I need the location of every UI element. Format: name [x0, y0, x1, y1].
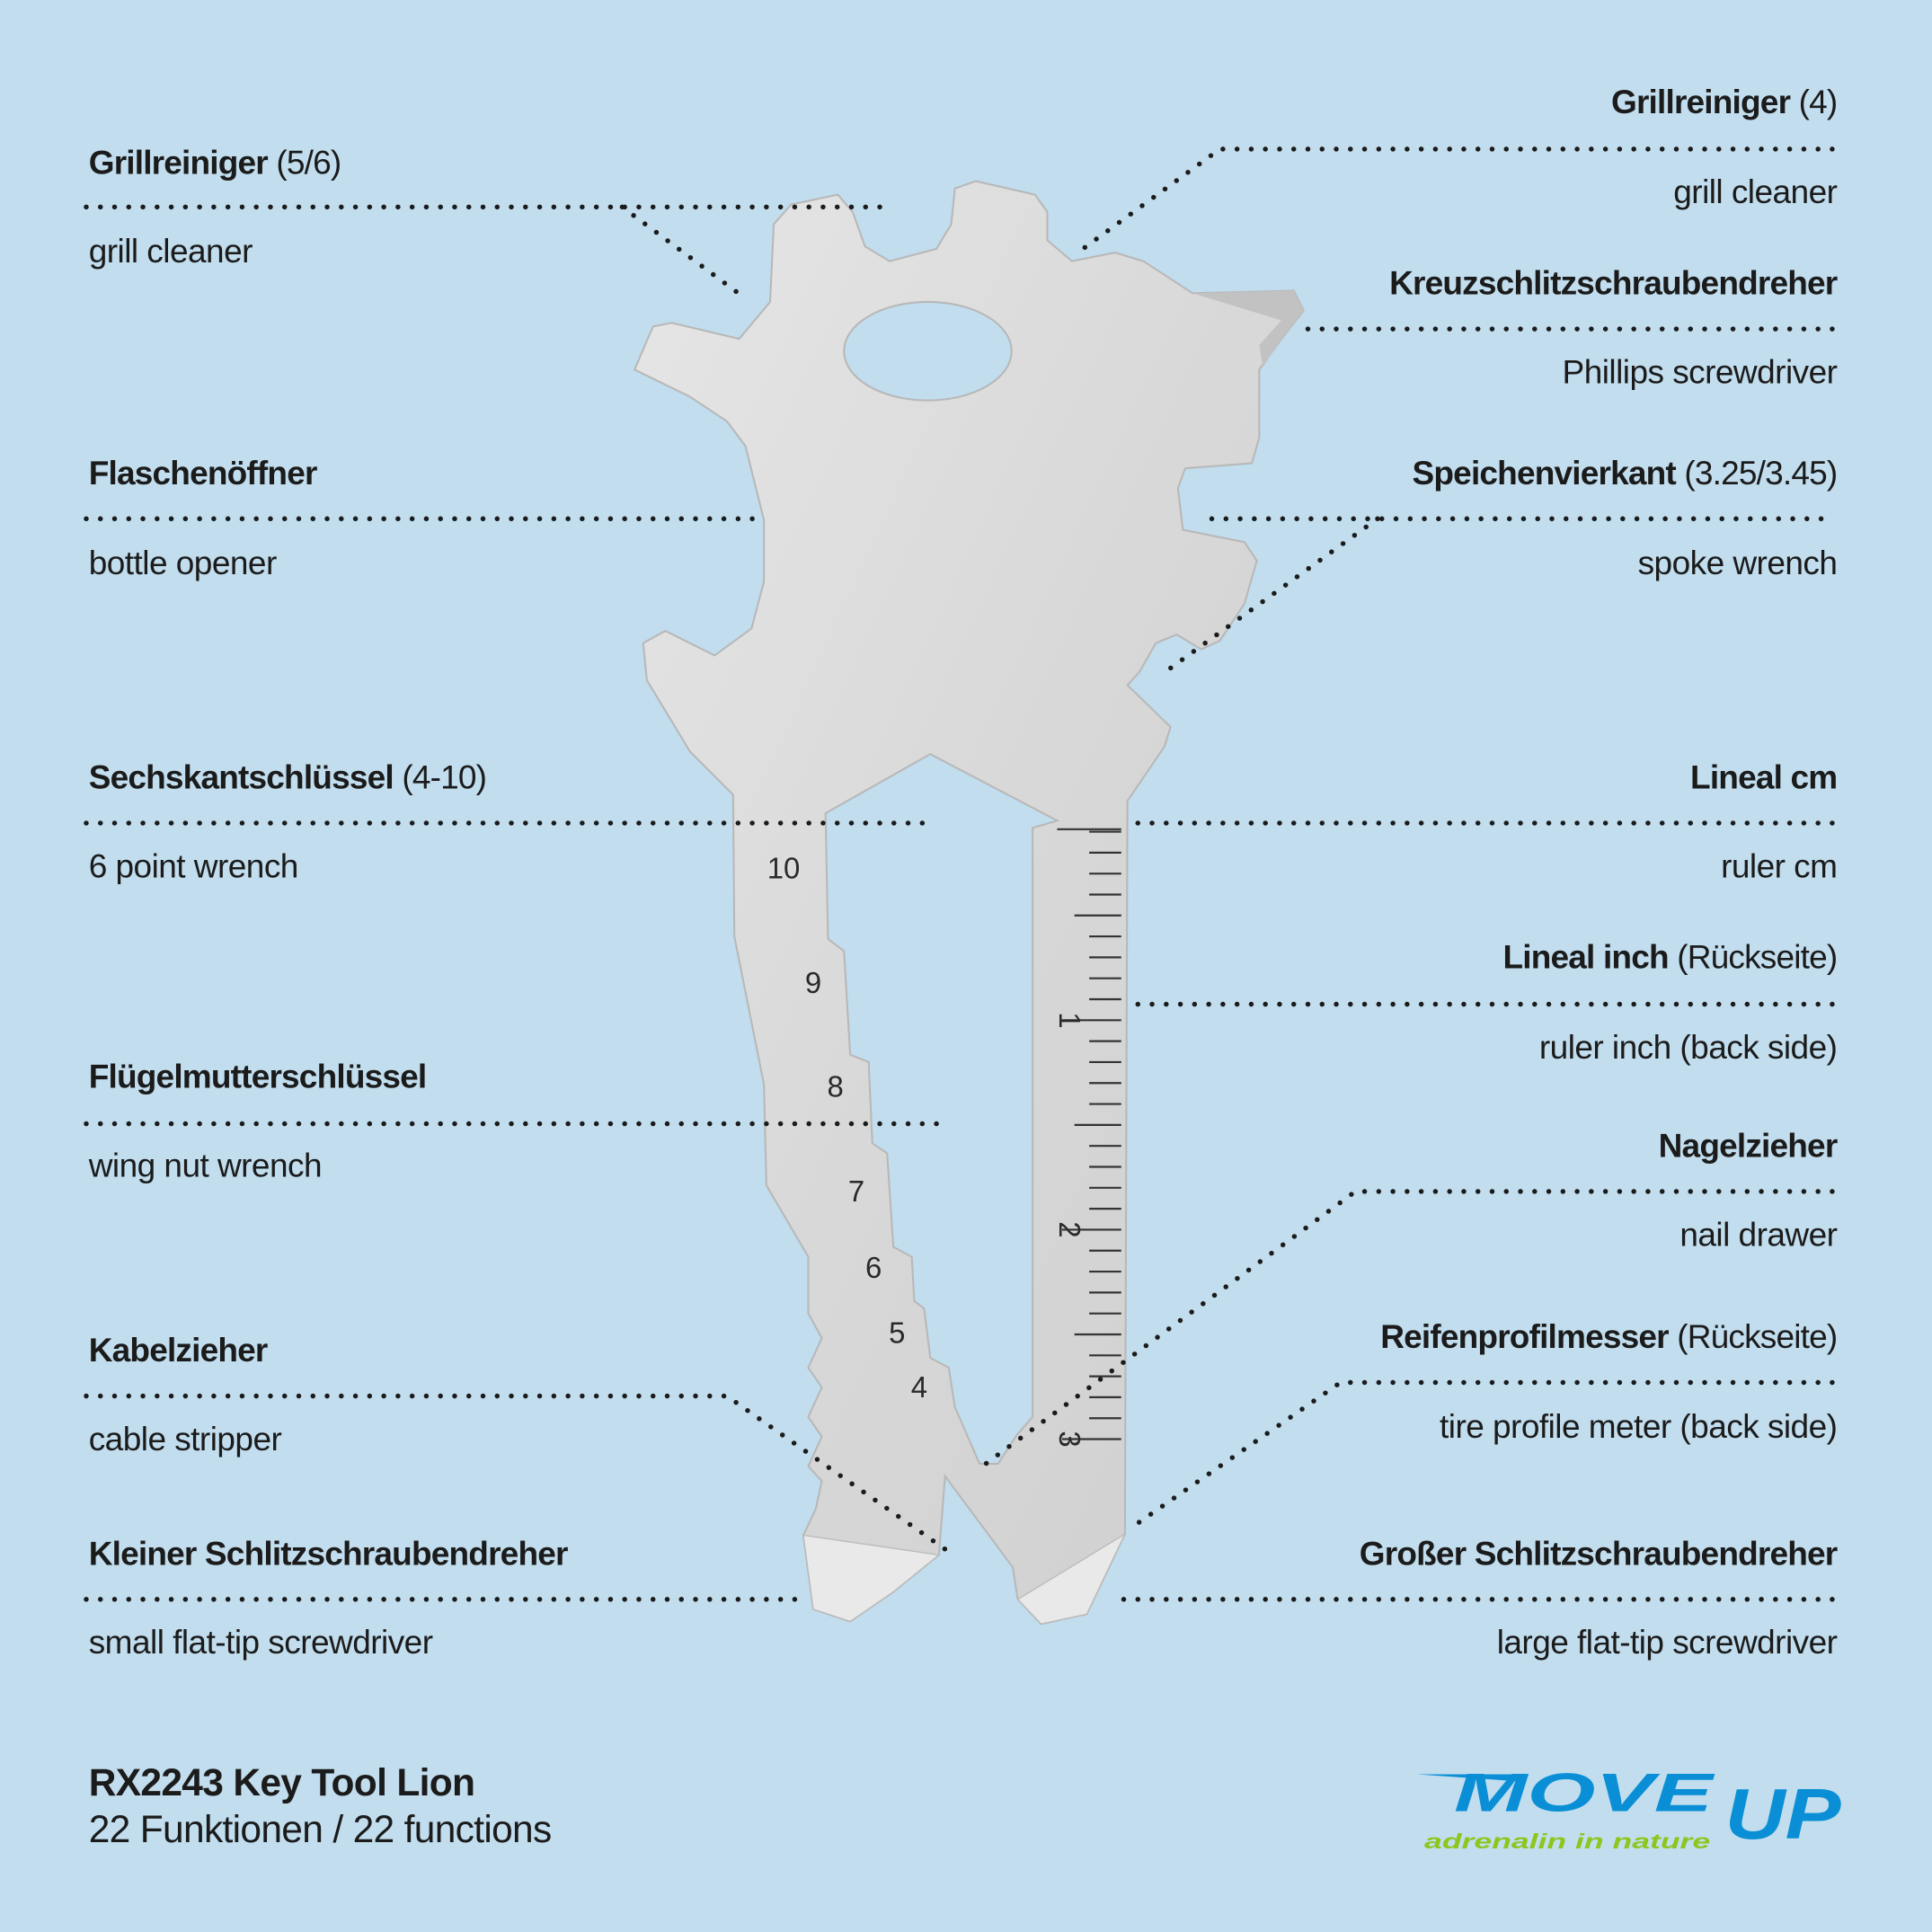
- label-note: (4): [1790, 84, 1839, 121]
- ruler-number: 1: [1053, 1012, 1086, 1028]
- label-nail-drawer: Nagelzieher: [1658, 1126, 1839, 1165]
- label-title: Nagelzieher: [1658, 1127, 1839, 1165]
- label-note: (5/6): [267, 144, 341, 182]
- label-phillips-screwdriver: Kreuzschlitzschraubendreher: [1389, 263, 1838, 303]
- large-screwdriver-bevel: [1016, 1532, 1127, 1625]
- sublabel-6-point-wrench: 6 point wrench: [88, 847, 299, 885]
- label-grill-cleaner-left: Grillreiniger (5/6): [89, 143, 341, 182]
- label-wing-nut-wrench: Flügelmutterschlüssel: [88, 1057, 428, 1096]
- ruler-number: 2: [1053, 1221, 1086, 1237]
- ruler-ticks: [1057, 828, 1121, 1440]
- label-ruler-inch: Lineal inch (Rückseite): [1502, 937, 1838, 977]
- product-subtitle: 22 Funktionen / 22 functions: [88, 1807, 553, 1851]
- label-title: Sechskantschlüssel: [88, 758, 394, 796]
- wrench-size-labels: 10 9 8 7 654: [767, 852, 927, 1404]
- leader-line: [84, 1393, 949, 1553]
- phillips-tip-highlight: [1192, 290, 1304, 368]
- wrench-size-label: 4: [911, 1370, 927, 1404]
- label-spoke-wrench: Speichenvierkant (3.25/3.45): [1412, 454, 1839, 493]
- sublabel-spoke-wrench: spoke wrench: [1637, 545, 1838, 582]
- label-tire-profile-meter: Reifenprofilmesser (Rückseite): [1380, 1317, 1838, 1357]
- label-large-screwdriver: Großer Schlitzschraubendreher: [1360, 1534, 1838, 1573]
- label-cable-stripper: Kabelzieher: [88, 1331, 269, 1370]
- sublabel-nail-drawer: nail drawer: [1679, 1216, 1838, 1254]
- sublabel-grill-cleaner-left: grill cleaner: [88, 233, 253, 270]
- label-title: Lineal cm: [1690, 758, 1838, 796]
- label-title: Lineal inch: [1502, 938, 1669, 976]
- label-note: (Rückseite): [1668, 1318, 1838, 1356]
- wrench-size-label: 9: [805, 966, 821, 999]
- wrench-size-label: 7: [848, 1174, 864, 1208]
- product-title: RX2243 Key Tool Lion: [88, 1760, 475, 1804]
- sublabel-grill-cleaner-right: grill cleaner: [1673, 173, 1838, 211]
- label-title: Reifenprofilmesser: [1380, 1318, 1669, 1356]
- ruler-number: 3: [1053, 1431, 1086, 1447]
- label-note: (Rückseite): [1668, 938, 1838, 976]
- label-title: Flaschenöffner: [88, 454, 318, 492]
- label-title: Flügelmutterschlüssel: [88, 1058, 428, 1095]
- label-title: Großer Schlitzschraubendreher: [1359, 1535, 1838, 1573]
- leader-lines: [84, 146, 1835, 1602]
- sublabel-wing-nut-wrench: wing nut wrench: [88, 1147, 323, 1184]
- wrench-size-label: 6: [865, 1251, 882, 1284]
- label-6-point-wrench: Sechskantschlüssel (4-10): [88, 758, 487, 797]
- wrench-size-label: 5: [889, 1316, 905, 1350]
- sublabel-ruler-inch: ruler inch (back side): [1538, 1028, 1838, 1067]
- leader-line: [1128, 1379, 1835, 1530]
- wrench-size-label: 10: [767, 852, 801, 885]
- sublabel-phillips-screwdriver: Phillips screwdriver: [1562, 353, 1838, 391]
- sublabel-cable-stripper: cable stripper: [88, 1420, 282, 1458]
- sublabel-large-screwdriver: large flat-tip screwdriver: [1496, 1624, 1838, 1662]
- label-title: Kabelzieher: [88, 1332, 269, 1369]
- label-note: (3.25/3.45): [1675, 454, 1838, 492]
- label-small-screwdriver: Kleiner Schlitzschraubendreher: [88, 1534, 569, 1573]
- label-ruler-cm: Lineal cm: [1690, 758, 1838, 797]
- sublabel-bottle-opener: bottle opener: [88, 545, 278, 582]
- key-tool-body: [633, 180, 1305, 1626]
- label-bottle-opener: Flaschenöffner: [88, 454, 318, 493]
- wrench-size-label: 8: [828, 1069, 844, 1103]
- sublabel-ruler-cm: ruler cm: [1721, 847, 1838, 885]
- label-grill-cleaner-right: Grillreiniger (4): [1610, 83, 1839, 122]
- sublabel-tire-profile-meter: tire profile meter (back side): [1440, 1408, 1838, 1446]
- small-screwdriver-bevel: [802, 1534, 941, 1623]
- ruler-number-labels: 1 2 3: [1053, 1012, 1086, 1447]
- leader-line: [619, 204, 745, 298]
- label-title: Kleiner Schlitzschraubendreher: [88, 1535, 569, 1573]
- label-title: Kreuzschlitzschraubendreher: [1389, 264, 1838, 302]
- label-title: Grillreiniger: [88, 144, 269, 182]
- label-title: Grillreiniger: [1610, 84, 1791, 121]
- label-note: (4-10): [393, 758, 487, 796]
- leader-line: [1157, 516, 1380, 678]
- sublabel-small-screwdriver: small flat-tip screwdriver: [88, 1624, 433, 1662]
- label-title: Speichenvierkant: [1412, 454, 1677, 492]
